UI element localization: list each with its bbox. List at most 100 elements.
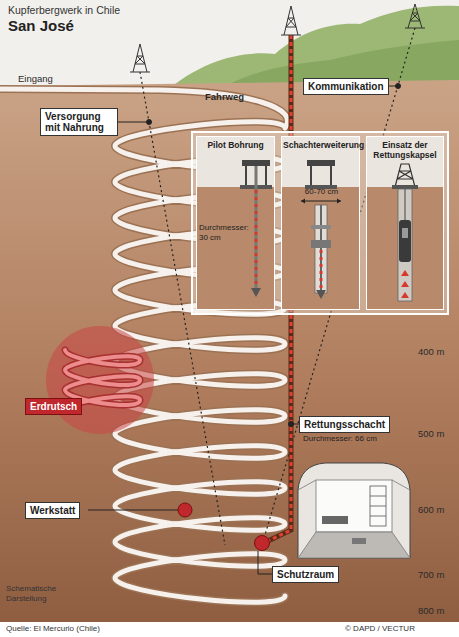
illustration-part [242,160,270,166]
ramp-road [0,89,288,602]
callout-box: Kommunikation [303,78,389,95]
panel-ground [196,187,275,310]
illustration-part [370,516,386,517]
illustration-part [320,205,322,292]
box-heading: Einsatz der Rettungskapsel [367,137,443,160]
panel-illustrations [192,132,448,314]
box-note: Durchmesser: 30 cm [199,223,251,242]
illustration-part [370,506,386,507]
box-heading: Pilot Bohrung [197,137,274,150]
shelter-room [298,463,410,558]
hazard-label: Erdrutsch [25,398,82,415]
footer-strip [0,622,459,637]
callout-box: Versorgung mit Nahrung [40,108,118,136]
ramp-spiral [0,89,288,602]
road-label: Fahrweg [205,91,244,102]
illustration-part [337,199,341,204]
drill-rig [405,4,425,28]
note: Schematische Darstellung [6,584,76,603]
illustration-part [322,516,348,524]
illustration-part [398,189,412,301]
sky [0,0,459,92]
panel-ground [281,187,360,310]
illustration-part [298,463,410,558]
stage-panel: Schachterweiterung 60-70 cm [281,136,360,310]
illustration-part [405,189,406,220]
depth-mark: 600 m [418,504,444,515]
illustration-part [298,532,410,558]
illustration-part [315,205,327,293]
stage-panel: Einsatz der Rettungskapsel [366,136,444,310]
depth-mark: 500 m [418,428,444,439]
panel-sky [366,136,444,187]
box-heading: Rettungsschacht [304,419,385,430]
diagram-title: Kupferbergwerk in Chile [8,4,120,16]
box-heading: Schachterweiterung [282,137,359,150]
illustration-part [392,480,410,490]
callout-leaders [88,84,401,575]
box-heading: Schutzraum [277,569,334,580]
leader-dot [396,84,401,89]
leader-line [88,510,178,511]
leader-dot [289,422,294,427]
illustration-part [401,281,409,287]
box-note: Durchmesser: 66 cm [303,434,413,444]
illustration-part [370,496,386,497]
illustration-part [255,166,258,290]
illustration-part [310,166,312,186]
panel-sky [196,136,275,187]
illustration-part [320,250,323,290]
landslide-area [46,326,154,434]
reaming-rig [301,160,341,299]
box-heading: Werkstatt [30,505,75,516]
callout-box: RettungsschachtDurchmesser: 66 cm [299,416,390,433]
illustration-part [316,290,326,299]
illustration-part [301,199,305,204]
depth-mark: 400 m [418,346,444,357]
illustration-part [301,201,341,202]
illustration-part [311,225,331,229]
illustration-part [392,185,418,189]
illustration-part [395,164,415,187]
illustration-part [399,220,411,262]
illustration-part [352,538,366,544]
place-name: San José [8,17,74,34]
illustration-part [298,480,316,490]
panel-frame [192,132,448,314]
illustration-part [311,240,331,248]
panel-sky [281,136,360,187]
drill-rig [281,6,301,35]
leader-line [118,122,149,123]
illustration-part [401,270,409,276]
illustration-part [316,480,392,532]
illustration-part [251,288,261,297]
shelter-marker [255,536,270,551]
illustration-part [330,166,332,186]
landslide-zone [46,326,154,434]
box-heading: Erdrutsch [30,401,77,412]
copyright-note: © DAPD / VECTUR [345,624,415,633]
drill-rig [130,44,150,72]
callout-box: Schutzraum [272,566,339,583]
box-heading: Versorgung mit Nahrung [45,111,113,133]
surface-label: Eingang [18,73,53,84]
leader-dot [147,120,152,125]
ramp-outline [0,89,288,602]
capsule-rig [392,164,418,301]
callout-box: Werkstatt [25,502,80,519]
illustration-part [265,166,267,186]
illustration-part [401,292,409,298]
workshop-marker [178,503,192,517]
illustration-part [245,166,247,186]
box-heading: Kommunikation [308,81,384,92]
depth-mark: 700 m [418,569,444,580]
source-note: Quelle: El Mercurio (Chile) [6,624,100,633]
box-note: 60-70 cm [282,187,361,197]
illustration-part [307,160,335,166]
ground [0,80,459,622]
illustration-part [255,190,258,288]
drill-rigs [130,4,425,72]
illustration-part [402,228,408,238]
panel-ground [366,187,444,310]
